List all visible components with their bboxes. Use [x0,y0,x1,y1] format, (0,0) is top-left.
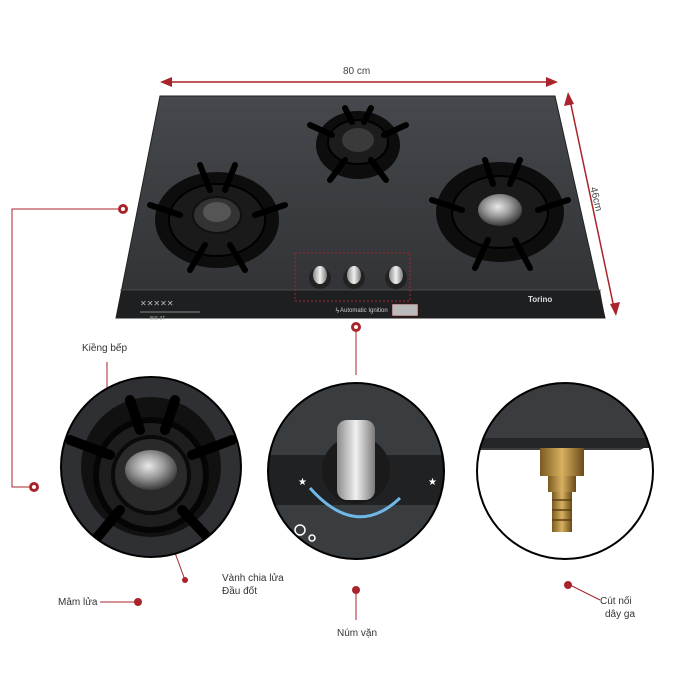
svg-text:✕✕✕✕✕: ✕✕✕✕✕ [140,299,174,308]
knob-closeup-magnifier: ★ ★ [267,382,445,560]
model-text: BIS 3T [150,316,166,322]
width-dimension-label: 80 cm [343,66,371,77]
hob-knob-left [309,266,331,289]
knob-panel-highlight [294,252,411,302]
cooking-zone-icons: ✕✕✕✕✕ [140,299,200,313]
right-burner-icon [429,157,571,271]
burner-closeup-magnifier [60,376,242,558]
hob-knob-middle [343,266,365,289]
svg-text:★: ★ [428,477,437,488]
callout-gas-connector-line2: dây ga [605,609,636,620]
hob-knob-right [385,266,407,289]
svg-text:★: ★ [298,477,307,488]
callout-gas-connector-line1: Cút nối [600,596,632,607]
flame-icon: ϟ [335,307,340,315]
middle-burner-icon [307,105,409,183]
hob-sticker [391,303,419,317]
callout-knob: Núm vặn [337,628,378,639]
brand-logo: Torino [528,295,553,304]
left-burner-icon [147,162,288,273]
width-dimension-arrow-icon [160,77,558,87]
depth-dimension-arrow-icon [564,92,620,316]
callout-burner-cap: Mâm lửa [58,597,98,608]
callout-flame-spreader-line2: Đầu đốt [222,586,258,597]
ignition-text: Automatic Ignition [340,308,388,314]
callout-flame-spreader-line1: Vành chia lửa [222,573,284,584]
gas-connector-closeup-magnifier [476,382,654,560]
callout-grate: Kiềng bếp [82,343,128,354]
